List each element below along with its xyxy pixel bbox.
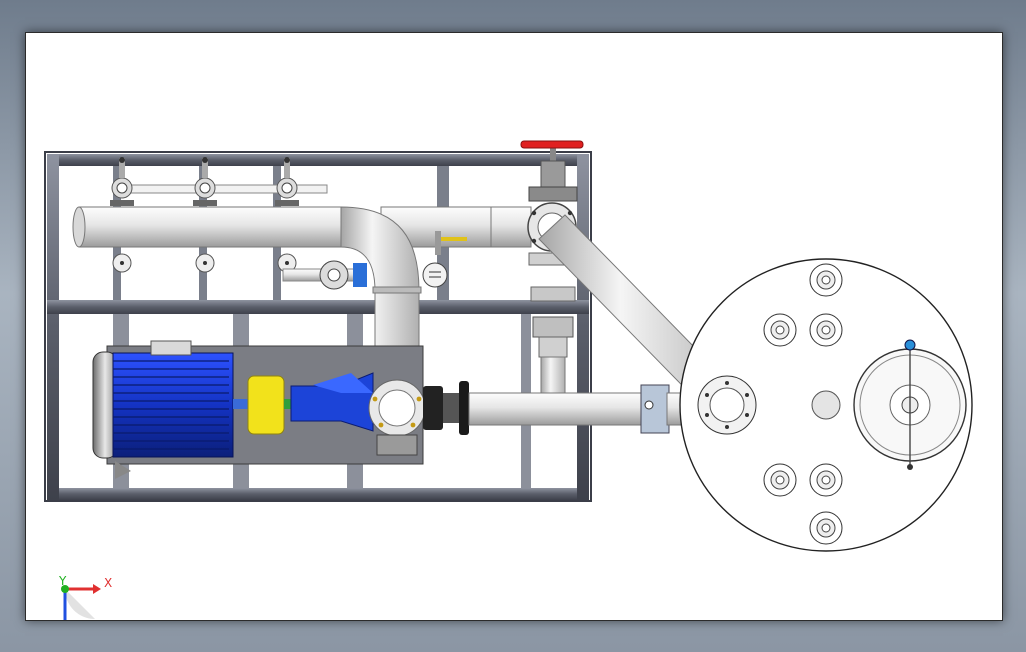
- tank-nozzles[interactable]: [763, 263, 843, 545]
- axis-y-label: Y: [58, 574, 67, 588]
- upper-manifold[interactable]: [72, 184, 532, 248]
- center-nozzle: [811, 390, 841, 420]
- terminal-box: [150, 340, 192, 356]
- graphics-viewport[interactable]: X Y Z: [25, 32, 1003, 621]
- gauge-valves[interactable]: [110, 157, 299, 273]
- centrifugal-pump[interactable]: [290, 372, 426, 456]
- axis-x-label: X: [104, 576, 112, 590]
- orientation-triad: X Y Z: [58, 574, 112, 620]
- tank-inlet-flange[interactable]: [697, 375, 757, 435]
- handwheel-red[interactable]: [520, 140, 584, 149]
- manhole[interactable]: [853, 339, 967, 470]
- check-valve[interactable]: [282, 231, 467, 290]
- cad-assembly-drawing[interactable]: X Y Z: [26, 33, 1002, 620]
- coupling[interactable]: [247, 375, 285, 435]
- tank-top-view[interactable]: [679, 258, 973, 552]
- suction-line[interactable]: [423, 381, 682, 435]
- expansion-joint-left: [423, 386, 443, 430]
